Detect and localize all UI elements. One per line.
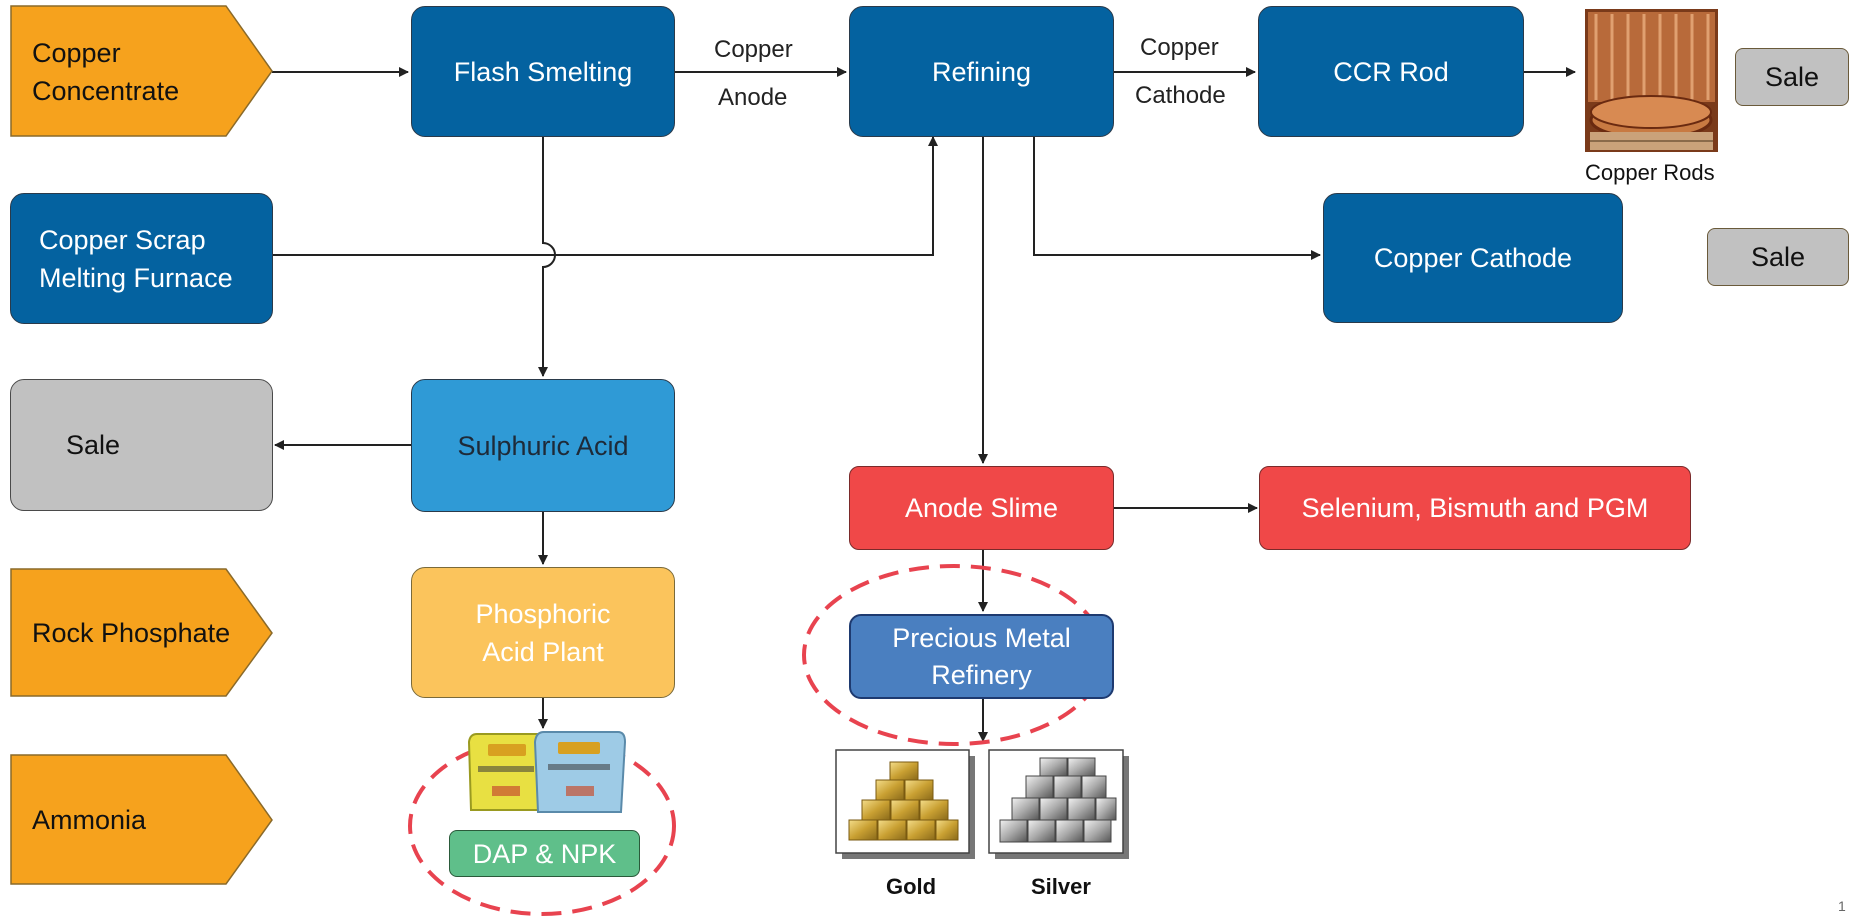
silver-caption: Silver xyxy=(1031,874,1091,899)
node-dap-npk: DAP & NPK xyxy=(449,830,640,877)
phosphoric-acid-label: Phosphoric Acid Plant xyxy=(475,598,611,667)
sale-mid-label: Sale xyxy=(1750,242,1806,272)
node-anode-slime: Anode Slime xyxy=(849,466,1114,550)
fertilizer-bags-image xyxy=(467,731,627,813)
dap-npk-label: DAP & NPK xyxy=(472,838,617,869)
edge-label-copper-anode-2: Anode xyxy=(718,84,788,111)
flash-smelting-label: Flash Smelting xyxy=(453,56,633,87)
node-copper-cathode: Copper Cathode xyxy=(1323,193,1623,323)
pentagon-shape xyxy=(10,754,273,885)
node-flash-smelting: Flash Smelting xyxy=(411,6,675,137)
edge-label-copper-cathode-1: Copper xyxy=(1140,34,1219,61)
node-sulphuric-acid: Sulphuric Acid xyxy=(411,379,675,512)
node-selenium-bismuth-pgm: Selenium, Bismuth and PGM xyxy=(1259,466,1691,550)
edge-refining-to-cathode xyxy=(1033,137,1321,260)
node-phosphoric-acid-plant: Phosphoric Acid Plant xyxy=(411,567,675,698)
node-precious-metal-refinery: Precious Metal Refinery xyxy=(849,614,1114,699)
gold-caption: Gold xyxy=(886,874,937,899)
node-copper-scrap-furnace: Copper Scrap Melting Furnace xyxy=(10,193,273,324)
input-copper-concentrate: Copper Concentrate xyxy=(10,5,274,138)
sale-top-label: Sale xyxy=(1764,62,1820,92)
node-refining: Refining xyxy=(849,6,1114,137)
input-ammonia: Ammonia xyxy=(10,754,274,886)
pentagon-shape xyxy=(10,5,273,137)
copper-rods-caption: Copper Rods xyxy=(1585,160,1715,185)
precious-metal-label: Precious Metal Refinery xyxy=(892,622,1071,690)
gold-bars-image xyxy=(835,749,975,859)
node-sale-top-right: Sale xyxy=(1735,48,1849,106)
highlight-dap-ellipse xyxy=(408,736,676,916)
copper-concentrate-label: Copper Concentrate xyxy=(32,37,180,106)
selenium-label: Selenium, Bismuth and PGM xyxy=(1301,493,1649,523)
ccr-rod-label: CCR Rod xyxy=(1333,56,1449,87)
sulphuric-acid-label: Sulphuric Acid xyxy=(457,430,629,461)
pentagon-shape xyxy=(10,568,273,697)
sale-left-label: Sale xyxy=(66,430,121,460)
edge-smelting-to-sulphuric xyxy=(538,137,556,377)
copper-cathode-label: Copper Cathode xyxy=(1373,243,1573,273)
node-sale-mid-right: Sale xyxy=(1707,228,1849,286)
anode-slime-label: Anode Slime xyxy=(904,493,1059,523)
node-sale-left: Sale xyxy=(10,379,273,511)
refining-label: Refining xyxy=(931,56,1032,87)
edge-scrap-to-refining xyxy=(272,136,938,256)
copper-rods-image xyxy=(1585,9,1718,152)
copper-scrap-label: Copper Scrap Melting Furnace xyxy=(39,224,233,293)
input-rock-phosphate: Rock Phosphate xyxy=(10,568,274,698)
page-number: 1 xyxy=(1838,898,1846,914)
rock-phosphate-label: Rock Phosphate xyxy=(32,618,231,648)
silver-bars-image xyxy=(988,749,1129,859)
node-ccr-rod: CCR Rod xyxy=(1258,6,1524,137)
edge-label-copper-cathode-2: Cathode xyxy=(1135,82,1226,109)
edge-label-copper-anode-1: Copper xyxy=(714,36,793,63)
ammonia-label: Ammonia xyxy=(32,805,147,835)
